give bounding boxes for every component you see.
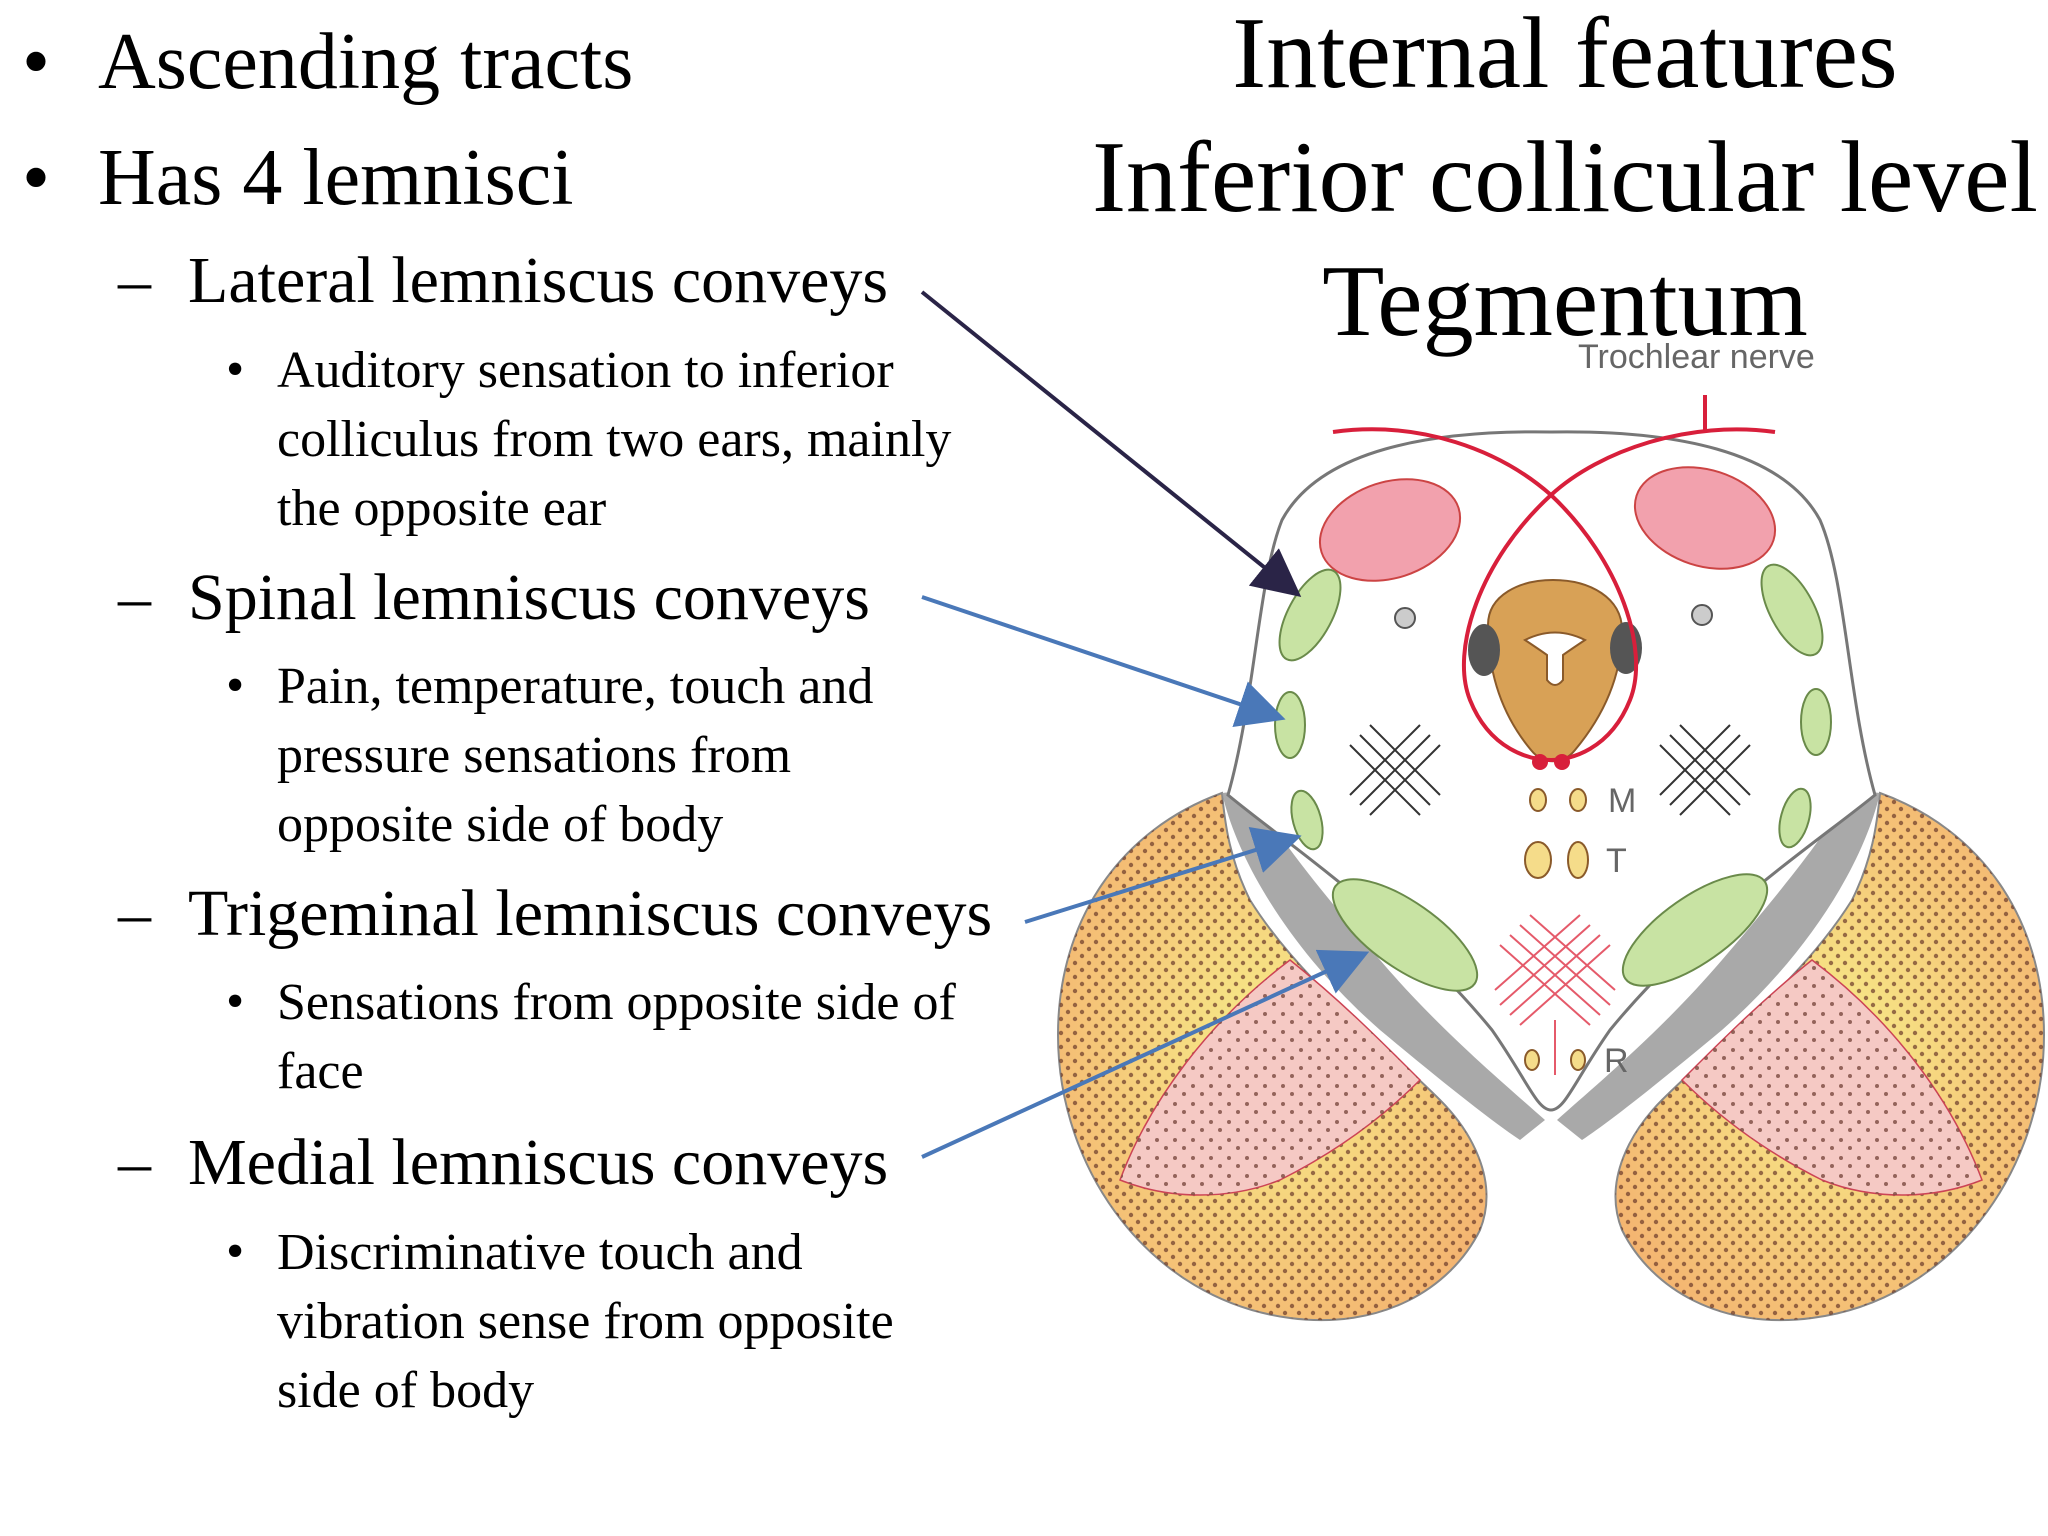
right-spinal-lemniscus bbox=[1800, 688, 1832, 756]
title-line-1: Internal features bbox=[1232, 0, 1898, 110]
bullet-list: • Ascending tracts • Has 4 lemnisci – La… bbox=[22, 18, 993, 1419]
bullet-dot-icon: • bbox=[22, 134, 51, 222]
left-small-nucleus bbox=[1394, 607, 1416, 629]
trochlear-nerve bbox=[1332, 395, 1776, 762]
cerebral-aqueduct bbox=[1523, 631, 1587, 686]
dash-icon: – bbox=[118, 244, 151, 317]
bullet-dot-icon: • bbox=[226, 1223, 245, 1280]
left-medial-lemniscus bbox=[1331, 878, 1479, 992]
label-t: T bbox=[1606, 842, 1627, 880]
left-inferior-colliculus bbox=[1318, 478, 1462, 582]
midbrain-section-diagram: Trochlear nerve M T R bbox=[1056, 338, 2046, 1322]
right-small-nucleus bbox=[1691, 604, 1713, 626]
right-medial-lemniscus bbox=[1621, 873, 1769, 987]
left-reticular-crosshatch bbox=[1349, 724, 1441, 816]
label-m: M bbox=[1608, 782, 1636, 820]
trochlear-nucleus-right bbox=[1554, 754, 1570, 770]
dash-icon: – bbox=[118, 1126, 151, 1199]
dash-icon: – bbox=[118, 877, 151, 950]
small-nucleus-r1 bbox=[1524, 1049, 1540, 1071]
right-lateral-lemniscus bbox=[1760, 563, 1824, 657]
small-nucleus-t2 bbox=[1567, 841, 1589, 879]
small-nucleus-m1 bbox=[1529, 788, 1547, 812]
title-line-2: Inferior collicular level bbox=[1092, 121, 2038, 234]
left-lateral-lemniscus bbox=[1278, 568, 1342, 662]
small-nucleus-r2 bbox=[1570, 1049, 1586, 1071]
bullet-dot-icon: • bbox=[226, 973, 245, 1030]
decussation-red bbox=[1494, 914, 1616, 1075]
trochlear-nucleus-left bbox=[1532, 754, 1548, 770]
right-inferior-colliculus bbox=[1633, 466, 1777, 570]
small-nucleus-t1 bbox=[1524, 841, 1552, 879]
right-cerebral-peduncle bbox=[1557, 790, 2046, 1322]
right-reticular-crosshatch bbox=[1659, 724, 1751, 816]
small-nucleus-m2 bbox=[1569, 788, 1587, 812]
right-trigeminal-lemniscus bbox=[1778, 787, 1812, 849]
dash-icon: – bbox=[118, 561, 151, 634]
left-dark-nucleus bbox=[1468, 624, 1500, 676]
trochlear-nerve-label: Trochlear nerve bbox=[1578, 338, 1815, 376]
bullet-dot-icon: • bbox=[22, 18, 51, 106]
label-r: R bbox=[1604, 1042, 1629, 1080]
bullet-dot-icon: • bbox=[226, 657, 245, 714]
left-spinal-lemniscus bbox=[1274, 691, 1306, 759]
title-line-3: Tegmentum bbox=[1322, 245, 1808, 358]
slide-title: Internal features Inferior collicular le… bbox=[1065, 0, 2048, 364]
tegmentum-outline bbox=[1226, 430, 1877, 1112]
bullet-dot-icon: • bbox=[226, 341, 245, 398]
